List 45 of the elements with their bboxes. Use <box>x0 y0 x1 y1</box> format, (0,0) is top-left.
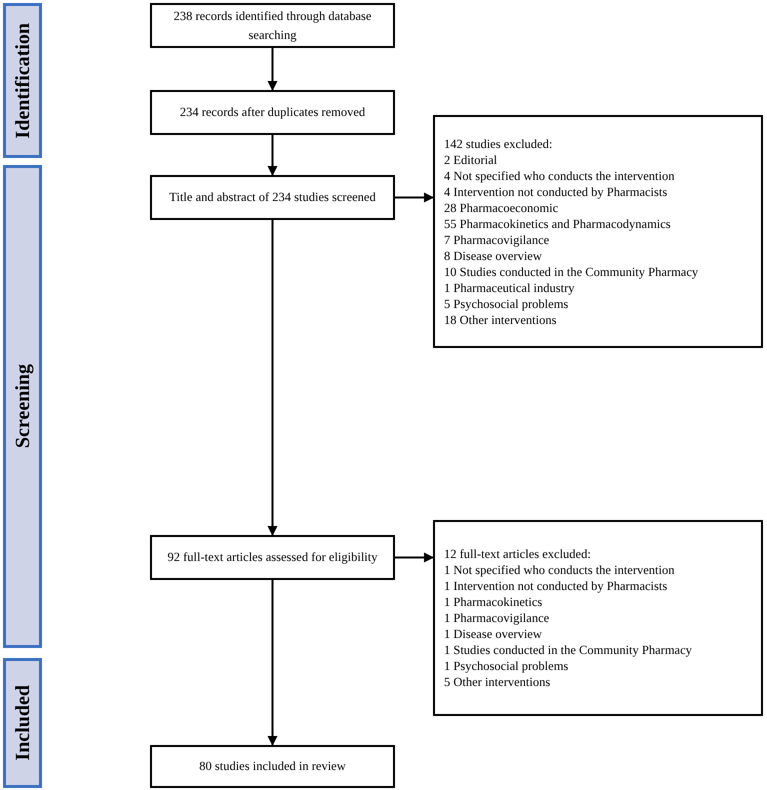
arrow <box>268 48 278 91</box>
phase-band <box>3 658 42 788</box>
arrow <box>395 192 434 202</box>
exclusion-item: 4 Not specified who conducts the intervention <box>444 168 676 184</box>
exclusion-item: 10 Studies conducted in the Community Pharmacy <box>444 264 700 280</box>
process-box <box>150 3 395 48</box>
exclusion-item: 1 Not specified who conducts the intervention <box>444 562 676 578</box>
phase-label: Included <box>12 685 32 761</box>
exclusion-item: 1 Pharmacovigilance <box>444 610 550 626</box>
exclusion-item: 1 Psychosocial problems <box>444 658 570 674</box>
exclusion-heading: 12 full-text articles excluded: <box>444 546 592 562</box>
exclusion-item: 8 Disease overview <box>444 248 543 264</box>
phase-band <box>3 165 42 648</box>
phase-label: Screening <box>12 364 32 449</box>
box-text: 234 records after duplicates removed <box>180 104 366 122</box>
exclusion-box <box>433 115 763 348</box>
exclusion-item: 1 Pharmaceutical industry <box>444 280 576 296</box>
exclusion-item: 18 Other interventions <box>444 312 558 328</box>
exclusion-item: 28 Pharmacoeconomic <box>444 200 560 216</box>
phase-band <box>3 3 42 158</box>
exclusion-item: 2 Editorial <box>444 152 498 168</box>
exclusion-item: 5 Psychosocial problems <box>444 296 570 312</box>
arrow <box>268 135 278 176</box>
process-box <box>150 745 395 788</box>
exclusion-item: 1 Disease overview <box>444 626 543 642</box>
exclusion-heading: 142 studies excluded: <box>444 136 554 152</box>
phase-label: Identification <box>12 22 32 138</box>
process-box <box>150 90 395 135</box>
process-box <box>150 175 395 220</box>
arrow <box>268 220 278 536</box>
box-text: 92 full-text articles assessed for eligibility <box>167 549 378 566</box>
exclusion-item: 4 Intervention not conducted by Pharmacists <box>444 184 668 200</box>
exclusion-item: 1 Intervention not conducted by Pharmacists <box>444 578 668 594</box>
arrow <box>268 580 278 746</box>
exclusion-item: 55 Pharmacokinetics and Pharmacodynamics <box>444 216 672 232</box>
box-text: Title and abstract of 234 studies screened <box>169 189 376 206</box>
box-text: 238 records identified through database searching <box>172 8 372 44</box>
exclusion-item: 1 Studies conducted in the Community Pharmacy <box>444 642 693 658</box>
box-text: 80 studies included in review <box>199 758 346 776</box>
exclusion-item: 7 Pharmacovigilance <box>444 232 550 248</box>
process-box <box>150 535 395 580</box>
exclusion-item: 5 Other interventions <box>444 674 552 690</box>
exclusion-box <box>433 520 763 716</box>
arrow <box>395 552 434 562</box>
exclusion-item: 1 Pharmacokinetics <box>444 594 544 610</box>
